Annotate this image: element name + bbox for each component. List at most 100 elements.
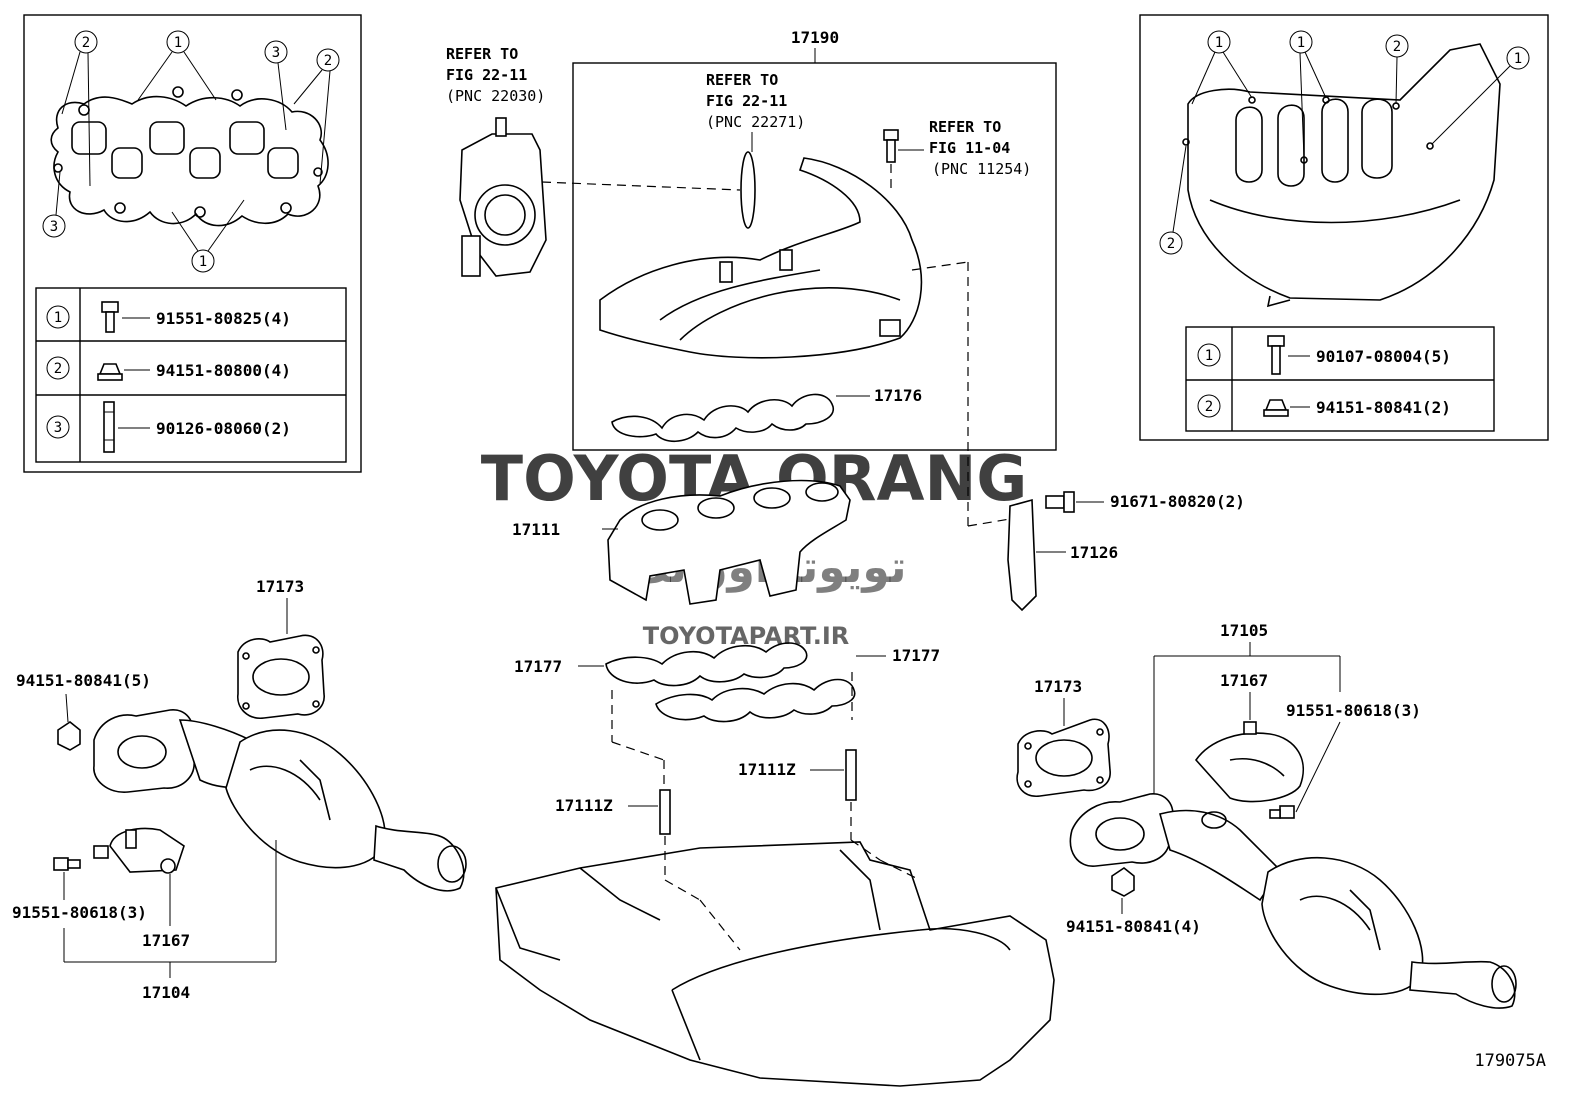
- svg-text:REFER TO: REFER TO: [446, 45, 518, 63]
- stud-icon: [103, 401, 115, 453]
- nut-icon: [97, 363, 123, 381]
- intake-manifold-17111: 17111: [512, 479, 851, 605]
- part-label-91671: 91671-80820(2): [1110, 492, 1245, 511]
- svg-text:FIG 22-11: FIG 22-11: [446, 66, 527, 84]
- left-legend-row-1: 1 91551-80825(4): [46, 301, 291, 333]
- bolt-icon: [101, 301, 119, 333]
- left-inset-legend: 1 91551-80825(4) 2 94151-80800(4): [35, 287, 347, 463]
- left-inset-callout-3b: 3: [42, 171, 66, 238]
- right-inset-legend: 1 90107-08004(5) 2 94151-80841(2): [1185, 326, 1495, 432]
- part-label-17126: 17126: [1070, 543, 1118, 562]
- left-inset: 2 1 3 2 3 1: [23, 14, 362, 473]
- svg-text:1: 1: [1205, 348, 1213, 364]
- part-label-17173-left: 17173: [256, 577, 304, 596]
- ref-throttle-body: REFER TO FIG 22-11 (PNC 22030): [446, 45, 545, 105]
- right-inset-callout-1c: 1: [1431, 46, 1530, 145]
- right-inset-manifold: [1182, 43, 1501, 308]
- right-inset-callout-1b: 1: [1289, 30, 1327, 159]
- gasket-17177-left: 17177: [514, 642, 808, 687]
- left-legend-row-2: 2 94151-80800(4): [46, 356, 291, 381]
- catalytic-converter-right: 17105 17167 91551-80618(3) 94151-80841(4…: [1066, 621, 1517, 1009]
- part-label-17167-right: 17167: [1220, 671, 1268, 690]
- left-inset-gasket: [50, 86, 329, 227]
- svg-text:2: 2: [1205, 399, 1213, 415]
- svg-text:REFER TO: REFER TO: [929, 118, 1001, 136]
- bracket-17126: 91671-80820(2) 17126: [1007, 491, 1245, 612]
- right-inset-callout-1a: 1: [1191, 30, 1253, 105]
- plenum-bolt: [883, 129, 924, 190]
- right-inset-frame: [1139, 14, 1549, 441]
- svg-text:1: 1: [174, 35, 182, 51]
- catalytic-converter-left: [53, 709, 467, 892]
- stud-17111z-right: 17111Z: [738, 749, 857, 840]
- gasket-17176: 17176: [611, 386, 922, 443]
- svg-text:1: 1: [1215, 35, 1223, 51]
- svg-text:1: 1: [1514, 51, 1522, 67]
- part-label-94151-left: 94151-80841(5): [16, 671, 151, 690]
- left-inset-callout-3a: 3: [264, 40, 288, 131]
- right-inset-callout-2a: 2: [1385, 34, 1409, 105]
- part-label-17177-left: 17177: [514, 657, 562, 676]
- left-legend-row-3: 3 90126-08060(2): [46, 401, 291, 453]
- plenum-frame: [572, 62, 1057, 451]
- svg-text:3: 3: [50, 219, 58, 235]
- svg-text:(PNC 22030): (PNC 22030): [446, 87, 545, 105]
- left-inset-callout-2b: 2: [293, 48, 340, 185]
- left-inset-callout-2a: 2: [61, 30, 98, 187]
- svg-text:2: 2: [82, 35, 90, 51]
- part-label-17111: 17111: [512, 520, 560, 539]
- ref-bolt: REFER TO FIG 11-04 (PNC 11254): [929, 118, 1031, 178]
- part-label-94151-right: 94151-80841(4): [1066, 917, 1201, 936]
- svg-text:90107-08004(5): 90107-08004(5): [1316, 347, 1451, 366]
- nut-icon: [1263, 399, 1289, 417]
- svg-text:FIG 11-04: FIG 11-04: [929, 139, 1010, 157]
- svg-text:REFER TO: REFER TO: [706, 71, 778, 89]
- bolt-icon: [1045, 495, 1065, 509]
- svg-text:2: 2: [54, 361, 62, 377]
- stud-17111z-left: 17111Z: [555, 789, 671, 880]
- bolt-icon: [1267, 335, 1285, 375]
- part-label-91551-left: 91551-80618(3): [12, 903, 147, 922]
- part-label-17104: 17104: [142, 983, 190, 1002]
- svg-text:3: 3: [54, 420, 62, 436]
- o-ring: [740, 151, 756, 229]
- left-inset-callout-1a: 1: [137, 30, 217, 101]
- intake-plenum: [599, 157, 923, 359]
- part-label-17111z-right: 17111Z: [738, 760, 796, 779]
- ref-o-ring: REFER TO FIG 22-11 (PNC 22271): [706, 71, 805, 131]
- gasket-17173-left: 17173: [237, 577, 325, 719]
- left-inset-callout-1b: 1: [171, 199, 245, 273]
- right-inset-callout-2b: 2: [1159, 145, 1187, 255]
- svg-text:1: 1: [54, 310, 62, 326]
- right-inset: 1 1 2 1 2 1: [1139, 14, 1549, 441]
- watermark: TOYOTA ORANG تویوتا اورانگ TOYOTAPART.IR: [481, 442, 1027, 650]
- diagram-code: 179075A: [1474, 1051, 1546, 1071]
- left-inset-frame: [23, 14, 362, 473]
- svg-text:3: 3: [272, 45, 280, 61]
- intake-plenum-group: 17190 REFER TO FIG 22-11 (PNC 22030) REF…: [446, 28, 1057, 527]
- right-legend-row-1: 1 90107-08004(5): [1197, 335, 1451, 375]
- svg-text:2: 2: [1393, 39, 1401, 55]
- part-label-17167-left: 17167: [142, 931, 190, 950]
- gasket-17173-right: 17173: [1016, 677, 1111, 797]
- part-label-17105: 17105: [1220, 621, 1268, 640]
- gasket-17177-right: 17177: [655, 646, 940, 723]
- part-label-17177-right: 17177: [892, 646, 940, 665]
- svg-text:94151-80841(2): 94151-80841(2): [1316, 398, 1451, 417]
- throttle-body: [459, 117, 547, 277]
- svg-text:(PNC 22271): (PNC 22271): [706, 113, 805, 131]
- svg-text:1: 1: [199, 254, 207, 270]
- svg-text:94151-80800(4): 94151-80800(4): [156, 361, 291, 380]
- right-legend-row-2: 2 94151-80841(2): [1197, 394, 1451, 418]
- svg-text:2: 2: [1167, 236, 1175, 252]
- svg-text:(PNC 11254): (PNC 11254): [932, 160, 1031, 178]
- part-label-17190: 17190: [791, 28, 839, 47]
- svg-text:2: 2: [324, 53, 332, 69]
- svg-text:90126-08060(2): 90126-08060(2): [156, 419, 291, 438]
- svg-text:FIG 22-11: FIG 22-11: [706, 92, 787, 110]
- svg-text:91551-80825(4): 91551-80825(4): [156, 309, 291, 328]
- part-label-17176: 17176: [874, 386, 922, 405]
- part-label-91551-right: 91551-80618(3): [1286, 701, 1421, 720]
